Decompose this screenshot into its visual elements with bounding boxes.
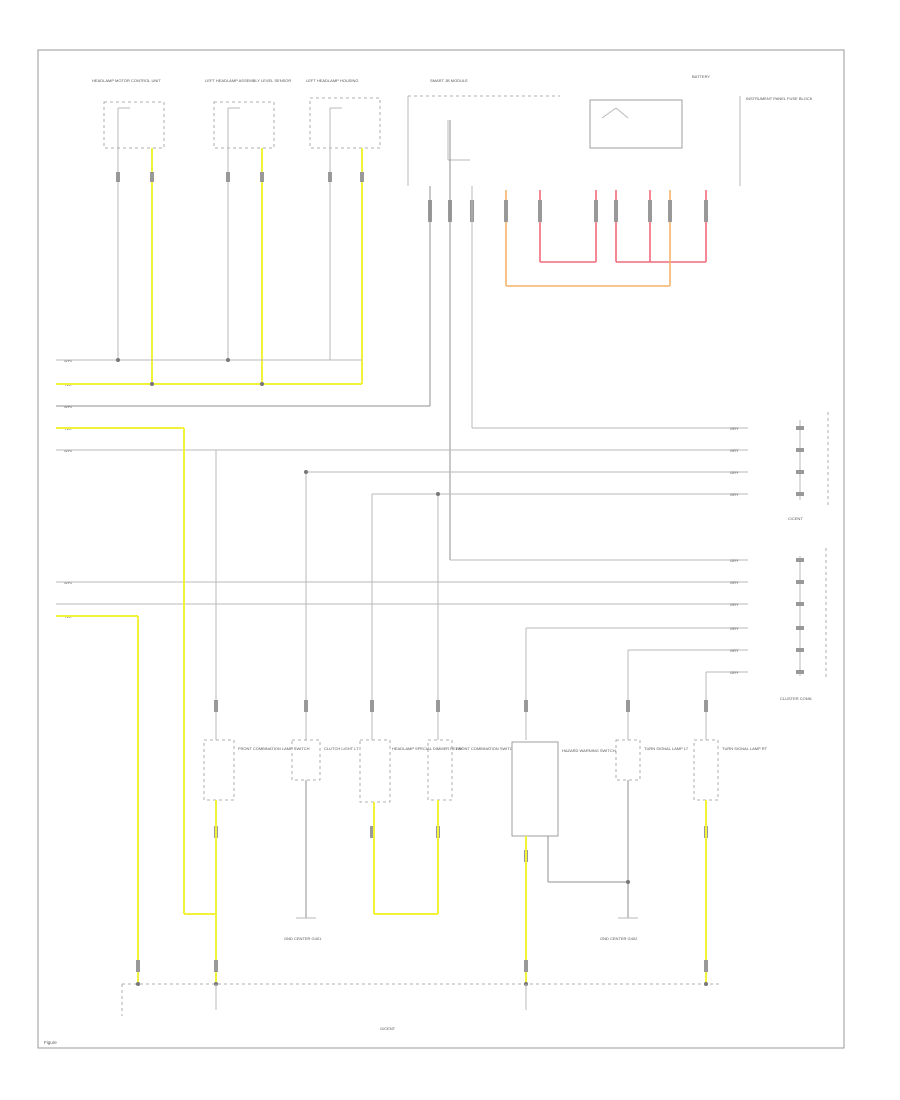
left-headlamp-level-sensor: LEFT HEADLAMP ASSEMBLY LEVEL SENSOR [205, 78, 291, 149]
headlamp-dimmer-relay-label: HEADLAMP SPECIAL DIMMER RELAY [392, 746, 463, 751]
headlamp-motor-unit-label: HEADLAMP MOTOR CONTROL UNIT [92, 78, 161, 83]
bottom-ground-label: G/CENT [380, 1026, 396, 1031]
clutch-light-label: CLUTCH LIGHT LT [324, 746, 359, 751]
headlamp-dimmer-relay: HEADLAMP SPECIAL DIMMER RELAY [359, 739, 463, 803]
right-bus: GRY GRY GRY GRY GRY GRY GRY GRY GRY GRY [306, 426, 748, 675]
smart-jb-module-label: SMART JB MODULE [430, 78, 468, 83]
right-connector-bottom: CLUSTER CONN [780, 548, 827, 701]
left-bus: WHT YEL WHT YEL WHT WHT YEL [56, 358, 748, 619]
ground-label-right: GND CENTER G402 [600, 936, 638, 941]
right-wire-tag-7: GRY [730, 602, 739, 607]
left-headlamp-housing: LEFT HEADLAMP HOUSING [306, 78, 381, 149]
left-headlamp-housing-label: LEFT HEADLAMP HOUSING [306, 78, 359, 83]
right-wire-tag-3: GRY [730, 470, 739, 475]
frame-id-label: Figure [44, 1040, 57, 1045]
smart-jb-module: SMART JB MODULE [407, 78, 560, 186]
battery-label: BATTERY [692, 74, 710, 79]
relay-harness [505, 190, 707, 287]
right-wire-tag-2: GRY [730, 448, 739, 453]
component-connectors [214, 700, 708, 862]
right-wire-tag-1: GRY [730, 426, 739, 431]
fuse-block-relay: BATTERY INSTRUMENT PANEL FUSE BLOCK [589, 74, 813, 186]
right-wire-tag-8: GRY [730, 626, 739, 631]
diagram-frame [37, 49, 845, 1049]
front-combination-switch-label: FRONT COMBINATION LAMP SWITCH [238, 746, 310, 751]
front-combination-relay: FRONT COMBINATION SWITCH RELAY [427, 739, 530, 801]
right-wire-tag-5: GRY [730, 558, 739, 563]
fuse-block-label: INSTRUMENT PANEL FUSE BLOCK [746, 96, 813, 101]
bottom-ground-bus: G/CENT [121, 960, 720, 1031]
right-wire-tag-9: GRY [730, 648, 739, 653]
turn-lamp-right: TURN SIGNAL LAMP RT [693, 739, 768, 801]
front-combination-switch: FRONT COMBINATION LAMP SWITCH [203, 739, 310, 801]
right-wire-tag-6: GRY [730, 580, 739, 585]
right-connector-top: C/CENT [788, 412, 829, 521]
right-connector-bottom-label: CLUSTER CONN [780, 696, 812, 701]
right-connector-top-label: C/CENT [788, 516, 803, 521]
hazard-switch: HAZARD WARNING SWITCH [511, 741, 616, 837]
front-combination-relay-label: FRONT COMBINATION SWITCH RELAY [456, 746, 530, 751]
right-wire-tag-4: GRY [730, 492, 739, 497]
top-center-connectors [428, 200, 708, 222]
turn-lamp-right-label: TURN SIGNAL LAMP RT [722, 746, 768, 751]
left-headlamp-level-sensor-label: LEFT HEADLAMP ASSEMBLY LEVEL SENSOR [205, 78, 291, 83]
top-left-connectors [116, 172, 364, 182]
turn-lamp-left: TURN SIGNAL LAMP LT [615, 739, 689, 781]
clutch-light: CLUTCH LIGHT LT [291, 739, 359, 781]
ground-label-left: GND CENTER G401 [284, 936, 322, 941]
turn-lamp-left-label: TURN SIGNAL LAMP LT [644, 746, 689, 751]
headlamp-motor-unit: HEADLAMP MOTOR CONTROL UNIT [92, 78, 165, 149]
right-wire-tag-10: GRY [730, 670, 739, 675]
hazard-switch-label: HAZARD WARNING SWITCH [562, 748, 616, 753]
